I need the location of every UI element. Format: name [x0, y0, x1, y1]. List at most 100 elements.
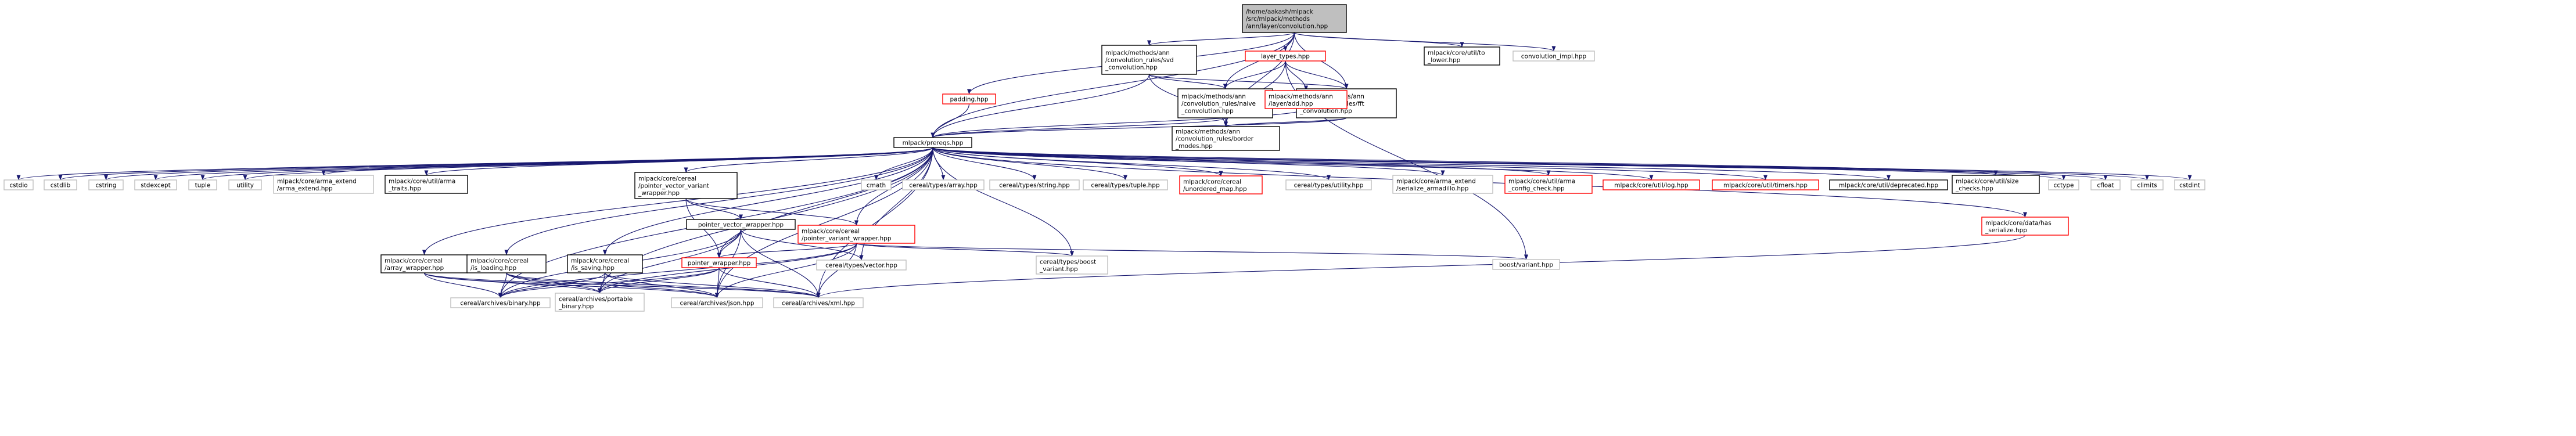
- node-box: [634, 172, 738, 199]
- node-boost-variant-hpp[interactable]: cereal/types/boost_variant.hpp: [1036, 255, 1108, 275]
- node-label-line: mlpack/core/cereal: [385, 257, 443, 264]
- node-add[interactable]: mlpack/methods/ann/layer/add.hpp: [1264, 90, 1348, 109]
- edge-pvw-to-xml: [740, 229, 821, 298]
- node-tuple[interactable]: tuple: [188, 179, 217, 190]
- node-array-wrapper[interactable]: mlpack/core/cereal/array_wrapper.hpp: [380, 254, 468, 273]
- node-arma-extend[interactable]: mlpack/core/arma_extend/arma_extend.hpp: [273, 175, 374, 194]
- edge-pvw-to-pointer-wrapper: [717, 229, 742, 258]
- node-label-line: cereal/archives/binary.hpp: [460, 300, 541, 307]
- node-label-line: climits: [2137, 182, 2157, 189]
- node-label-line: _modes.hpp: [1175, 143, 1213, 150]
- node-border[interactable]: mlpack/methods/ann/convolution_rules/bor…: [1172, 126, 1280, 151]
- node-pointer-wrapper[interactable]: pointer_wrapper.hpp: [681, 257, 757, 268]
- node-naive[interactable]: mlpack/methods/ann/convolution_rules/nai…: [1177, 88, 1273, 118]
- node-label-line: boost/variant.hpp: [1499, 262, 1553, 269]
- node-has-serialize[interactable]: mlpack/core/data/has_serialize.hpp: [1981, 217, 2069, 236]
- node-ct-vector[interactable]: cereal/types/vector.hpp: [816, 260, 907, 271]
- edge-is-loading-to-portable-binary: [506, 272, 602, 294]
- node-box: [1392, 175, 1493, 194]
- node-size-checks[interactable]: mlpack/core/util/size_checks.hpp: [1952, 175, 2040, 194]
- node-arma-traits[interactable]: mlpack/core/util/arma_traits.hpp: [385, 175, 468, 194]
- node-label-line: /convolution_rules/naive: [1181, 100, 1256, 107]
- node-box: [450, 297, 551, 308]
- node-utility[interactable]: utility: [228, 179, 262, 190]
- node-log[interactable]: mlpack/core/util/log.hpp: [1603, 179, 1700, 190]
- node-box: [88, 179, 124, 190]
- node-label-line: /unordered_map.hpp: [1183, 186, 1247, 193]
- node-cstring[interactable]: cstring: [88, 179, 124, 190]
- node-pvarw[interactable]: mlpack/core/cereal/pointer_variant_wrapp…: [797, 225, 915, 244]
- node-box: [1829, 179, 1948, 190]
- node-timers[interactable]: mlpack/core/util/timers.hpp: [1712, 179, 1819, 190]
- node-layer-types[interactable]: layer_types.hpp: [1245, 51, 1326, 62]
- node-ct-tuple[interactable]: cereal/types/tuple.hpp: [1083, 179, 1168, 190]
- node-binary[interactable]: cereal/archives/binary.hpp: [450, 297, 551, 308]
- node-cfloat[interactable]: cfloat: [2090, 179, 2121, 190]
- node-ct-utility[interactable]: cereal/types/utility.hpp: [1285, 179, 1372, 190]
- edge-pvarw-to-boost-variant-hpp: [856, 243, 1074, 257]
- node-label-line: layer_types.hpp: [1261, 53, 1310, 60]
- node-climits[interactable]: climits: [2131, 179, 2164, 190]
- node-stdexcept[interactable]: stdexcept: [134, 179, 177, 190]
- node-label-line: _config_check.hpp: [1508, 185, 1565, 192]
- node-conv-impl[interactable]: convolution_impl.hpp: [1512, 51, 1595, 62]
- node-label-line: cereal/types/boost: [1040, 258, 1096, 265]
- node-label-line: /serialize_armadillo.hpp: [1396, 185, 1469, 192]
- node-label-line: cstdint: [2179, 182, 2200, 189]
- node-label-line: mlpack/core/cereal: [1183, 178, 1241, 185]
- node-box: [686, 219, 796, 230]
- node-cstdlib[interactable]: cstdlib: [44, 179, 77, 190]
- node-pvvw[interactable]: mlpack/core/cereal/pointer_vector_varian…: [634, 172, 738, 199]
- node-unordered-map[interactable]: mlpack/core/cereal/unordered_map.hpp: [1179, 175, 1263, 194]
- node-pvw[interactable]: pointer_vector_wrapper.hpp: [686, 219, 796, 230]
- edge-prereqs-to-arma-extend: [321, 147, 933, 176]
- node-label-line: cereal/archives/json.hpp: [680, 300, 754, 307]
- node-arma-config[interactable]: mlpack/core/util/arma_config_check.hpp: [1504, 175, 1593, 194]
- node-label-line: mlpack/methods/ann: [1269, 93, 1333, 100]
- node-boost-variant[interactable]: boost/variant.hpp: [1492, 259, 1560, 270]
- node-cmath[interactable]: cmath: [861, 179, 892, 190]
- node-label-line: mlpack/core/util/to: [1428, 49, 1485, 56]
- node-cstdio[interactable]: cstdio: [3, 179, 34, 190]
- edge-naive-to-prereqs: [930, 117, 1226, 138]
- node-label-line: _binary.hpp: [558, 303, 594, 310]
- node-serialize-armadillo[interactable]: mlpack/core/arma_extend/serialize_armadi…: [1392, 175, 1493, 194]
- node-xml[interactable]: cereal/archives/xml.hpp: [773, 297, 864, 308]
- node-label-line: padding.hpp: [950, 96, 989, 103]
- edge-pvarw-to-pointer-wrapper: [717, 243, 857, 258]
- node-label-line: cstdlib: [51, 182, 71, 189]
- header-nodes: /home/aakash/mlpack/src/mlpack/methods/a…: [3, 4, 2205, 312]
- node-label-line: mlpack/methods/ann: [1176, 128, 1240, 135]
- node-box: [1245, 51, 1326, 62]
- node-deprecated[interactable]: mlpack/core/util/deprecated.hpp: [1829, 179, 1948, 190]
- node-svd[interactable]: mlpack/methods/ann/convolution_rules/svd…: [1101, 45, 1197, 75]
- node-root[interactable]: /home/aakash/mlpack/src/mlpack/methods/a…: [1242, 4, 1347, 33]
- node-label-line: cfloat: [2097, 182, 2114, 189]
- node-ct-string[interactable]: cereal/types/string.hpp: [989, 179, 1080, 190]
- node-portable-binary[interactable]: cereal/archives/portable_binary.hpp: [555, 293, 645, 312]
- node-box: [1242, 4, 1347, 33]
- node-padding[interactable]: padding.hpp: [942, 93, 996, 105]
- node-json[interactable]: cereal/archives/json.hpp: [671, 297, 763, 308]
- node-cctype[interactable]: cctype: [2048, 179, 2079, 190]
- node-im2col[interactable]: mlpack/core/util/to_lower.hpp: [1424, 46, 1500, 66]
- node-label-line: mlpack/core/arma_extend: [277, 178, 357, 185]
- edge-prereqs-to-deprecated: [932, 147, 1891, 181]
- node-cstdint[interactable]: cstdint: [2174, 179, 2205, 190]
- node-box: [134, 179, 177, 190]
- node-ct-array[interactable]: cereal/types/array.hpp: [902, 179, 985, 190]
- node-box: [385, 175, 468, 194]
- node-box: [567, 254, 643, 273]
- node-label-line: _variant.hpp: [1039, 266, 1078, 273]
- node-box: [44, 179, 77, 190]
- node-is-saving[interactable]: mlpack/core/cereal/is_saving.hpp: [567, 254, 643, 273]
- node-label-line: cereal/archives/portable: [559, 296, 633, 302]
- node-is-loading[interactable]: mlpack/core/cereal/is_loading.hpp: [466, 254, 547, 273]
- node-label-line: mlpack/core/util/log.hpp: [1614, 182, 1688, 189]
- edge-prereqs-to-pvvw: [684, 147, 933, 173]
- node-label-line: cstdio: [9, 182, 27, 189]
- node-label-line: mlpack/core/cereal: [571, 257, 629, 264]
- node-label-line: cereal/types/utility.hpp: [1294, 182, 1364, 189]
- node-label-line: cereal/types/string.hpp: [999, 182, 1070, 189]
- node-prereqs[interactable]: mlpack/prereqs.hpp: [893, 137, 972, 148]
